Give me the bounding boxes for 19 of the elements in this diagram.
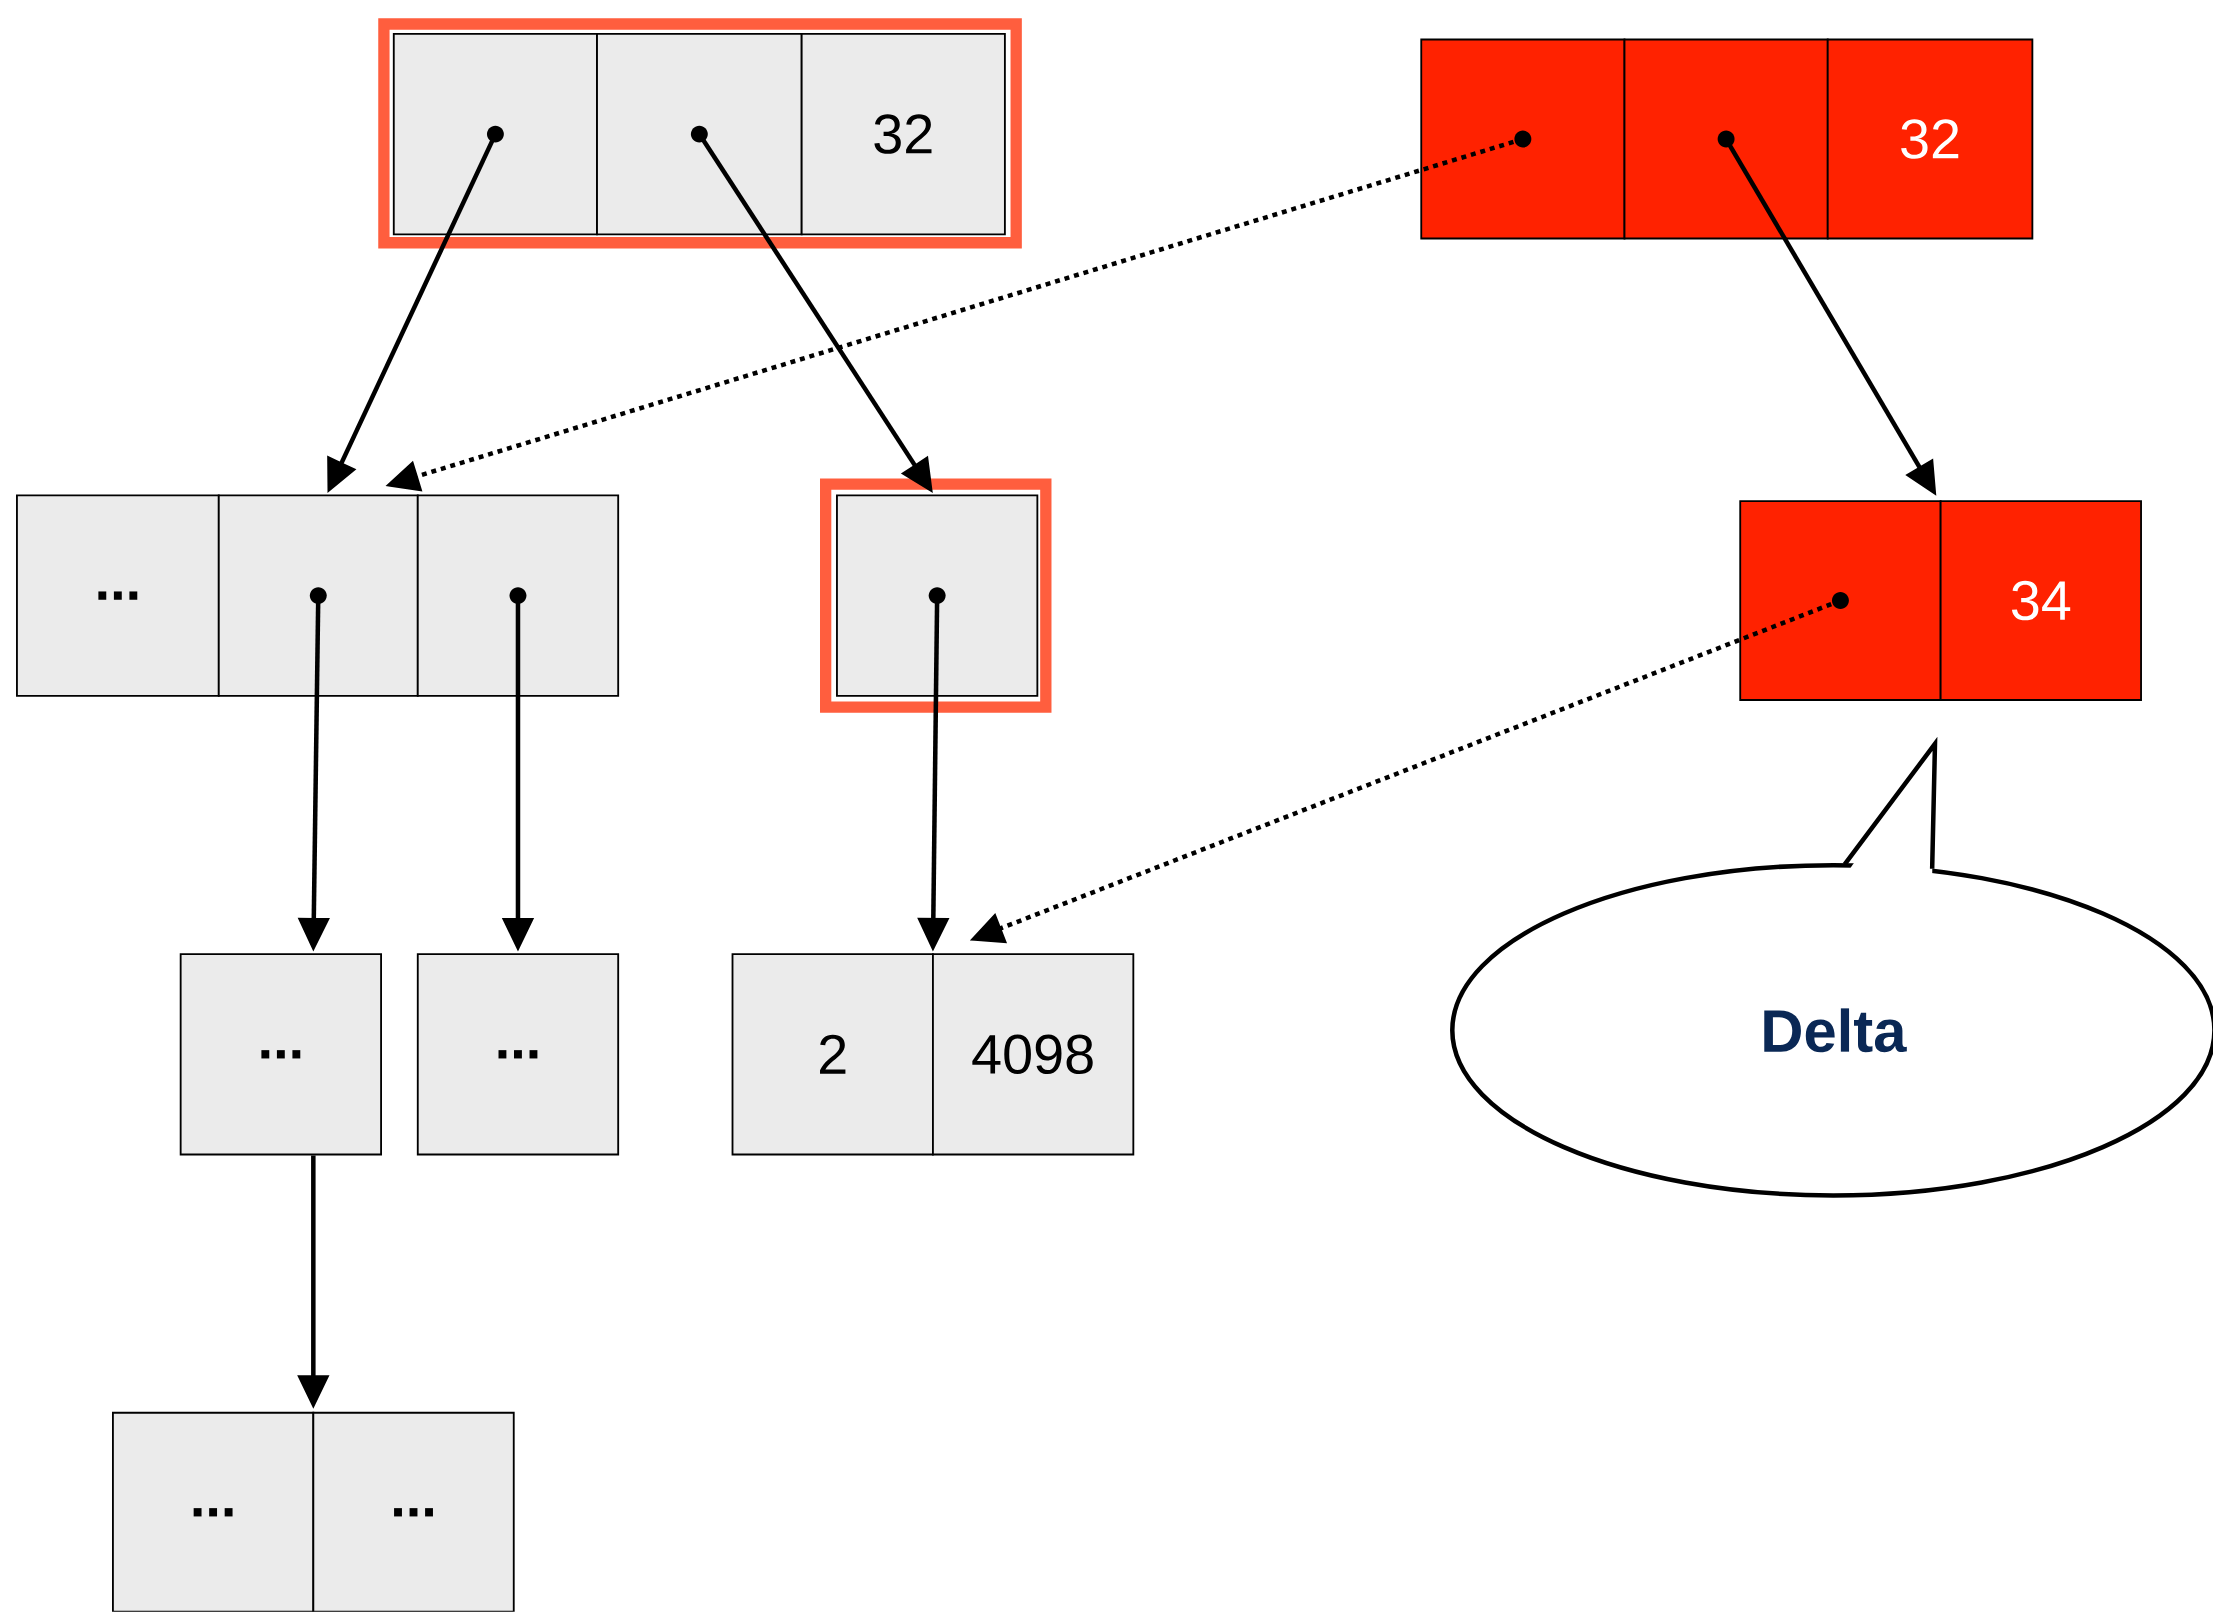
value-cell: 4098: [932, 953, 1135, 1156]
pointer-cell: [1623, 38, 1829, 240]
value-cell: ...: [16, 494, 220, 697]
value-cell: ...: [312, 1412, 515, 1612]
pointer-cell: [596, 33, 803, 236]
value-cell: 32: [800, 33, 1006, 236]
value-cell: ...: [112, 1412, 315, 1612]
value-cell: ...: [416, 953, 620, 1156]
pointer-cell: [392, 33, 598, 236]
value-cell: 2: [731, 953, 934, 1156]
speech-bubble: Delta: [1450, 736, 2213, 1198]
pointer-cell: [217, 494, 419, 697]
pointer-cell: [416, 494, 620, 697]
value-cell: 32: [1826, 38, 2034, 240]
value-cell: 34: [1939, 500, 2142, 702]
pointer-cell: [1420, 38, 1626, 240]
pointer-cell: [836, 494, 1039, 697]
pointer-cell: [1739, 500, 1942, 702]
value-cell: ...: [179, 953, 382, 1156]
